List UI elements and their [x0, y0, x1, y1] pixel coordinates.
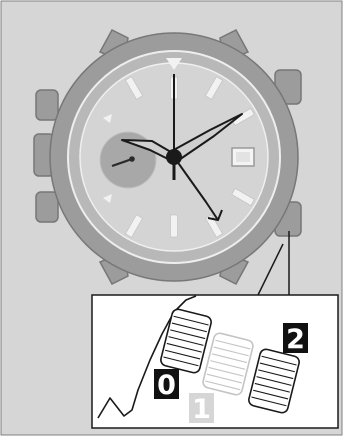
position-label-1-text: 1: [192, 394, 211, 425]
position-label-2: 2: [283, 323, 308, 355]
center-pivot: [166, 149, 182, 165]
pusher-top-left: [36, 90, 58, 120]
crown-detail-inset: 0 1 2: [92, 295, 338, 428]
index-6: [171, 215, 178, 237]
sub-dial-pivot: [129, 156, 135, 162]
position-label-0: 0: [154, 369, 179, 401]
position-label-2-text: 2: [286, 324, 305, 355]
pusher-bottom-left: [36, 192, 58, 222]
position-label-0-text: 0: [157, 370, 176, 401]
position-label-1: 1: [189, 393, 214, 425]
date-window-inner: [236, 152, 250, 162]
